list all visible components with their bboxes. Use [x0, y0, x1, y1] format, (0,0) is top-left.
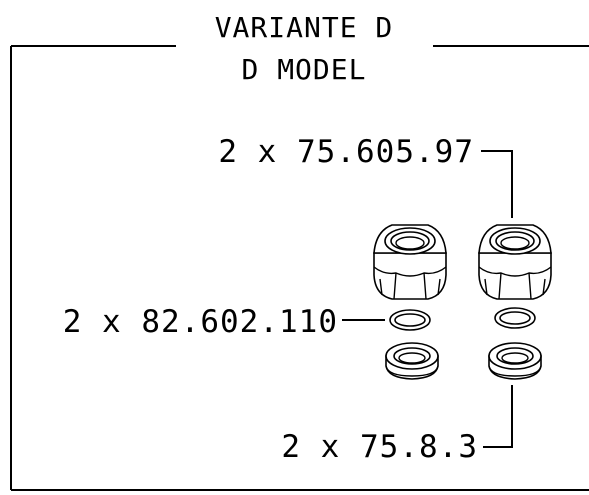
label-oring: 2 x 82.602.110	[63, 304, 338, 340]
olive-right	[488, 342, 542, 380]
olive-left	[385, 342, 439, 380]
label-olive: 2 x 75.8.3	[281, 429, 478, 465]
oring-right	[494, 307, 536, 329]
nut-left	[373, 224, 447, 300]
frame-border	[10, 45, 589, 491]
label-nut: 2 x 75.605.97	[218, 134, 474, 170]
nut-right	[478, 224, 552, 300]
oring-left	[389, 309, 431, 331]
leader-lines	[342, 150, 513, 448]
title-variant: VARIANTE D	[215, 11, 394, 44]
title-model: D MODEL	[241, 53, 366, 86]
